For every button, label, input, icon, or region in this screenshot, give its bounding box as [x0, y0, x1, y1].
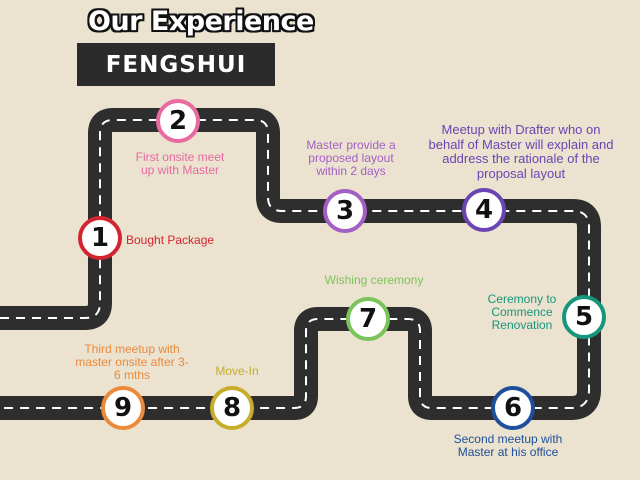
step-3-label: Master provide a proposed layout within … [306, 138, 396, 178]
step-7-marker: 7 [346, 297, 390, 341]
step-4-label: Meetup with Drafter who on behalf of Mas… [428, 122, 614, 181]
step-5-marker: 5 [562, 295, 606, 339]
step-3-marker: 3 [323, 189, 367, 233]
subtitle-banner: FENGSHUI [77, 43, 275, 86]
page-title: Our Experience [88, 6, 314, 37]
step-6-label: Second meetup with Master at his office [453, 432, 563, 459]
step-1-label: Bought Package [126, 233, 215, 247]
step-2-marker: 2 [156, 99, 200, 143]
step-4-marker: 4 [462, 188, 506, 232]
step-8-label: Move-In [215, 364, 259, 378]
step-2-label: First onsite meet up with Master [135, 150, 225, 177]
step-5-label: Ceremony to Commence Renovation [487, 292, 557, 332]
step-7-label: Wishing ceremony [324, 273, 424, 287]
step-6-marker: 6 [491, 386, 535, 430]
step-8-marker: 8 [210, 386, 254, 430]
step-9-marker: 9 [101, 386, 145, 430]
step-1-marker: 1 [78, 216, 122, 260]
step-9-label: Third meetup with master onsite after 3-… [75, 342, 189, 382]
